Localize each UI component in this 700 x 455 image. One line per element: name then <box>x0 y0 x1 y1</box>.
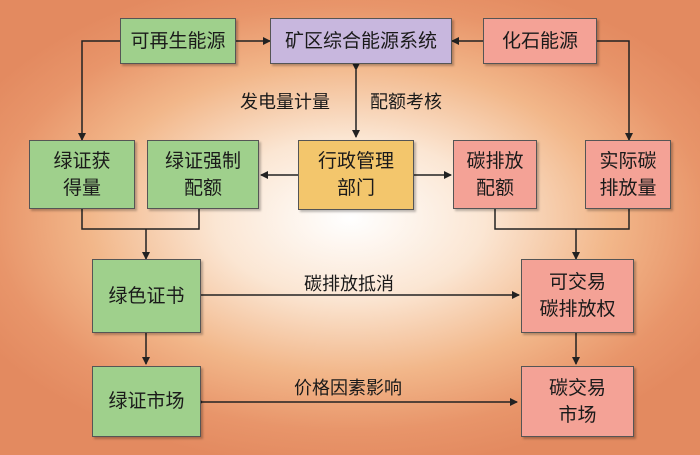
node-green-cert-market: 绿证市场 <box>92 366 201 437</box>
node-green-cert-quota: 绿证强制 配额 <box>147 140 259 209</box>
arrow-carbon-merge <box>494 209 630 230</box>
node-fossil-energy: 化石能源 <box>483 18 597 64</box>
node-carbon-market: 碳交易 市场 <box>521 366 634 437</box>
node-carbon-quota: 碳排放 配额 <box>453 140 537 209</box>
node-mining-energy-system: 矿区综合能源系统 <box>270 18 452 64</box>
arrow-fossil-to-actual <box>597 40 633 141</box>
node-green-certificate: 绿色证书 <box>92 259 201 333</box>
node-tradable-carbon-rights: 可交易 碳排放权 <box>521 259 634 333</box>
node-actual-carbon-emission: 实际碳 排放量 <box>585 140 671 209</box>
label-power-metering: 发电量计量 <box>240 92 330 113</box>
label-carbon-offset: 碳排放抵消 <box>304 274 394 295</box>
label-price-influence: 价格因素影响 <box>294 378 402 399</box>
node-green-cert-obtained: 绿证获 得量 <box>29 140 135 209</box>
label-quota-assessment: 配额考核 <box>370 92 442 113</box>
arrow-renewable-to-obtained <box>78 40 120 141</box>
node-admin-department: 行政管理 部门 <box>298 140 414 210</box>
arrow-obtained-merge <box>81 209 200 230</box>
node-renewable-energy: 可再生能源 <box>120 18 236 64</box>
